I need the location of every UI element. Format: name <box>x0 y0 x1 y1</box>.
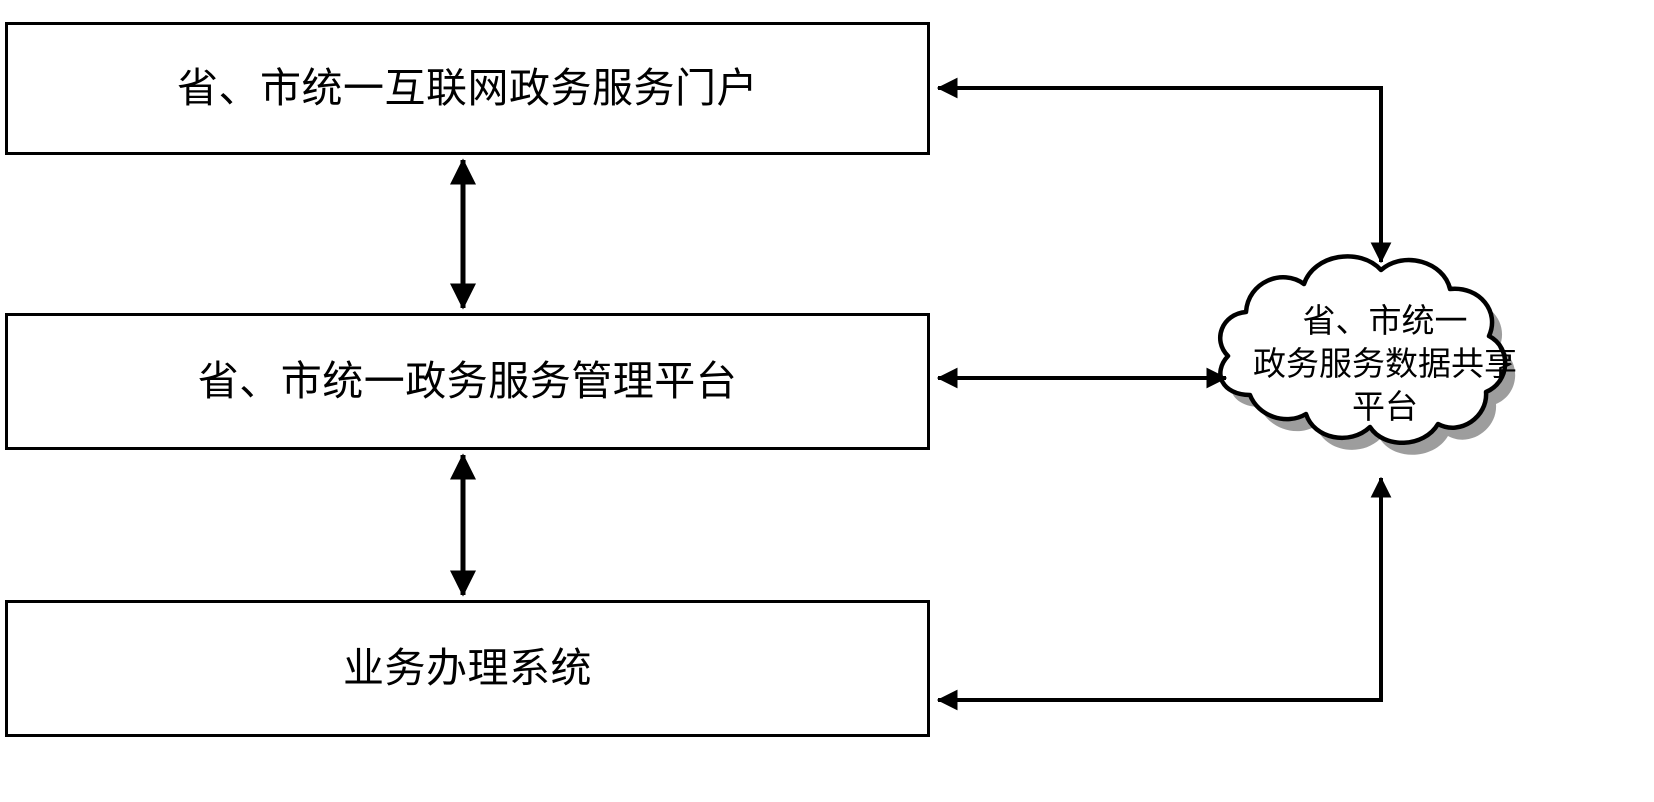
cloud-shape <box>1217 254 1508 445</box>
connector-service-cloud <box>936 476 1392 711</box>
connector-cloud-portal <box>936 77 1392 264</box>
node-management-platform-box[interactable]: 省、市统一政务服务管理平台 <box>5 313 930 450</box>
node-portal-label: 省、市统一互联网政务服务门户 <box>177 63 758 112</box>
node-business-system-box[interactable]: 业务办理系统 <box>5 600 930 737</box>
node-management-platform-label: 省、市统一政务服务管理平台 <box>197 356 738 405</box>
node-portal-box[interactable]: 省、市统一互联网政务服务门户 <box>5 22 930 155</box>
node-business-system-label: 业务办理系统 <box>343 643 592 692</box>
